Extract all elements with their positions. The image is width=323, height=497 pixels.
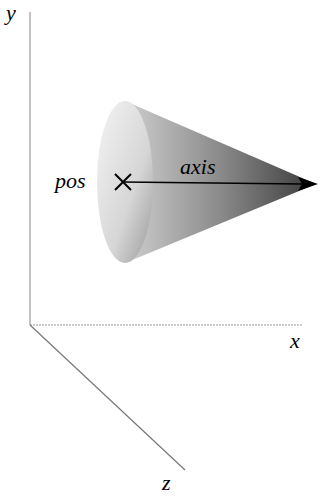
- vector-label: axis: [180, 156, 215, 178]
- axis-label: y: [6, 2, 16, 24]
- x-axis: [30, 324, 302, 325]
- axis-label: z: [162, 472, 171, 494]
- axis-label: x: [290, 330, 300, 352]
- point-label: pos: [55, 170, 86, 192]
- y-axis: [29, 12, 30, 325]
- axis-arrowhead: [298, 177, 318, 191]
- axis-arrow: [123, 182, 302, 184]
- z-axis: [30, 325, 185, 470]
